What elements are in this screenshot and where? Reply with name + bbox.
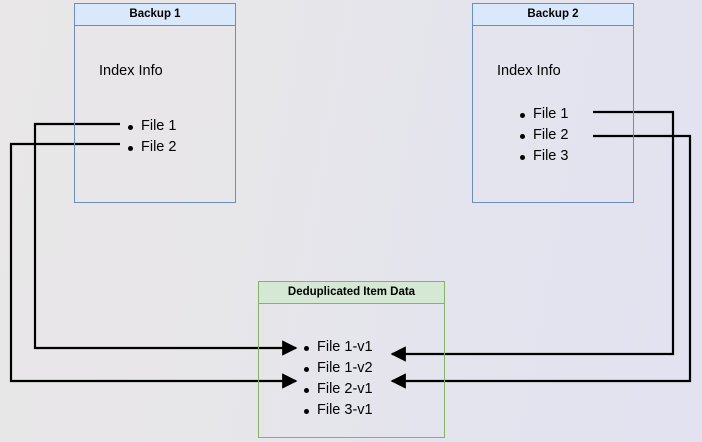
backup-1-body: Index Info File 1 File 2	[75, 26, 235, 202]
deduplicated-item: File 3-v1	[301, 400, 373, 421]
backup-2-file-item: File 3	[517, 146, 568, 167]
backup-2-file-list: File 1 File 2 File 3	[517, 104, 568, 167]
backup-2-file-item: File 2	[517, 125, 568, 146]
backup-1-file-item: File 1	[125, 116, 176, 137]
backup-2-box[interactable]: Backup 2 Index Info File 1 File 2 File 3	[472, 3, 634, 203]
backup-1-file-item: File 2	[125, 137, 176, 158]
deduplicated-item-data-body: File 1-v1 File 1-v2 File 2-v1 File 3-v1	[259, 304, 444, 437]
backup-1-title: Backup 1	[75, 4, 235, 26]
deduplicated-item-list: File 1-v1 File 1-v2 File 2-v1 File 3-v1	[301, 337, 373, 421]
backup-1-file-list: File 1 File 2	[125, 116, 176, 158]
deduplicated-item-data-box[interactable]: Deduplicated Item Data File 1-v1 File 1-…	[258, 281, 445, 438]
deduplicated-item: File 1-v2	[301, 358, 373, 379]
backup-2-body: Index Info File 1 File 2 File 3	[473, 26, 633, 202]
deduplicated-item: File 1-v1	[301, 337, 373, 358]
backup-1-index-info-label: Index Info	[99, 63, 163, 79]
backup-2-file-item: File 1	[517, 104, 568, 125]
deduplicated-item: File 2-v1	[301, 379, 373, 400]
backup-2-index-info-label: Index Info	[497, 63, 561, 79]
deduplicated-item-data-title: Deduplicated Item Data	[259, 282, 444, 304]
backup-2-title: Backup 2	[473, 4, 633, 26]
backup-1-box[interactable]: Backup 1 Index Info File 1 File 2	[74, 3, 236, 203]
